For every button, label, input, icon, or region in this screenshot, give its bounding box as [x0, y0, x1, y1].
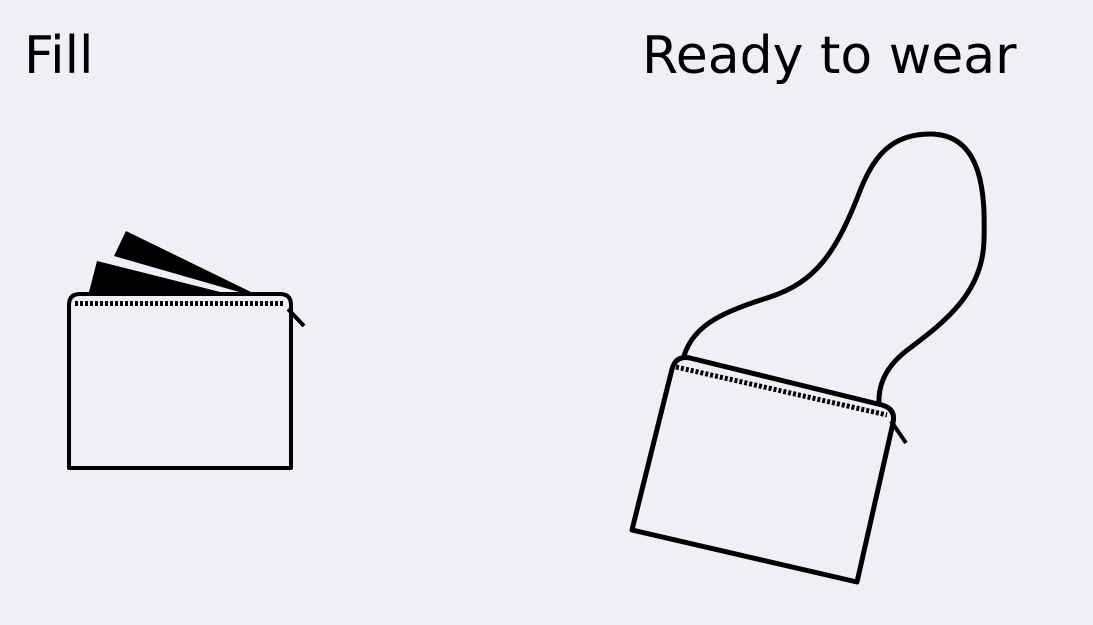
- crossbody-bag-icon: [629, 131, 987, 585]
- pouch-with-cards-icon: [67, 231, 306, 470]
- zipper-pull-icon: [286, 307, 306, 328]
- fill-title: Fill: [24, 26, 94, 86]
- bag-zipper-pull-icon: [889, 419, 908, 445]
- pouch-body: [67, 292, 293, 470]
- card-back-icon: [114, 231, 251, 294]
- bag-strap: [681, 131, 987, 407]
- ready-to-wear-title: Ready to wear: [642, 26, 1017, 86]
- card-front-icon: [88, 261, 236, 296]
- bag-body: [629, 355, 896, 585]
- bag-zipper-line: [675, 364, 888, 418]
